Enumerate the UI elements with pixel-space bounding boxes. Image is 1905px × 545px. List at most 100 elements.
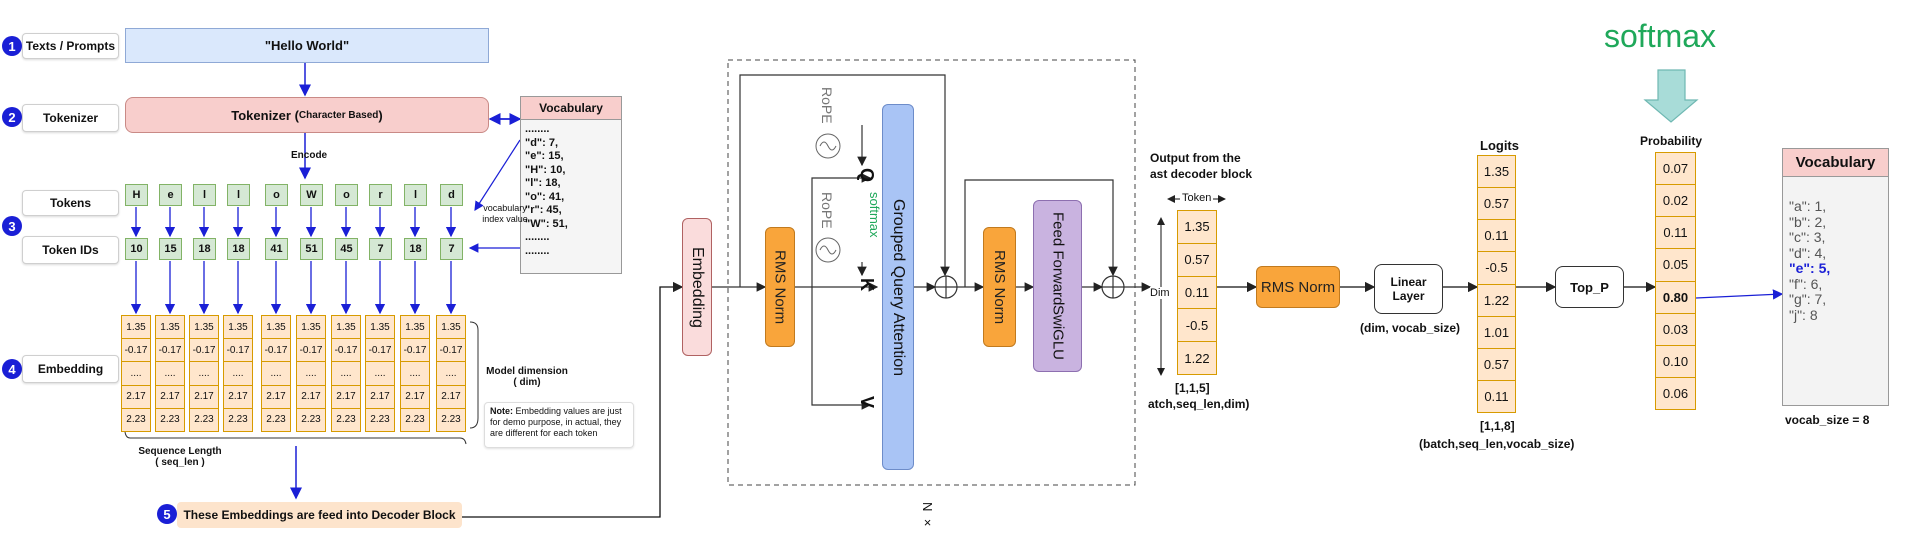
embedding-value: 2.23 (336, 414, 356, 426)
model-dimension-label: Model dimension ( dim) (482, 366, 572, 388)
output-value: 1.22 (1184, 350, 1210, 366)
logit-value: 0.11 (1478, 220, 1515, 253)
vocab-entry: "c": 3, (1789, 229, 1826, 245)
token-id-cell: 41 (265, 238, 288, 260)
logit-value: 1.35 (1478, 156, 1515, 189)
token-cell: o (335, 184, 358, 206)
token-cell: d (440, 184, 463, 206)
encode-label: Encode (291, 150, 328, 161)
embedding-value: 2.17 (262, 386, 290, 409)
linear-line-1: Linear (1390, 275, 1427, 289)
embedding-value: -0.17 (262, 339, 290, 363)
logit-value: -0.5 (1478, 252, 1515, 285)
vocabulary-list-right: "a": 1,"b": 2,"c": 3,"d": 4,"e": 5,"f": … (1783, 177, 1888, 345)
vocabulary-list-left: ........"d": 7,"e": 15,"H": 10,"l": 18,"… (521, 120, 621, 261)
output-shape-desc: atch,seq_len,dim) (1148, 397, 1250, 411)
decoder-embedding-box: Embedding (682, 218, 712, 356)
rms-norm-box-2: RMS Norm (983, 227, 1016, 347)
output-title-1: Output from the (1150, 151, 1241, 165)
embedding-value: .... (437, 362, 465, 386)
seq-len-text-2: ( seq_len ) (155, 457, 205, 468)
vocab-entry: "o": 41, (525, 190, 565, 203)
token-id-cell: 10 (125, 238, 148, 260)
embedding-value: 2.17 (122, 386, 150, 409)
embedding-value: .... (332, 362, 360, 386)
logit-value: 1.22 (1478, 285, 1515, 317)
q-label: Q (857, 168, 877, 183)
vocab-index-note: vocabulary index value (482, 203, 528, 224)
output-value: 1.35 (1178, 211, 1216, 244)
vocab-entry: "j": 8 (1789, 306, 1818, 323)
token-axis-label: Token (1180, 192, 1214, 204)
vocab-entry: "g": 7, (1789, 291, 1827, 307)
embedding-value: 2.17 (190, 386, 218, 409)
embedding-value: -0.17 (190, 339, 218, 363)
seq-len-text: Sequence Length (138, 446, 222, 457)
embedding-value: 2.23 (301, 414, 321, 426)
step-3-badge: 3 (2, 216, 22, 236)
output-value: -0.5 (1178, 309, 1216, 343)
tokenizer-name: Tokenizer ( (231, 107, 299, 123)
vocab-entry: "f": 6, (1789, 275, 1823, 292)
token-id-cell: 45 (335, 238, 358, 260)
embedding-value: .... (297, 362, 325, 386)
embedding-value: 2.17 (401, 386, 429, 409)
ffn-line-1: Feed Forward (1049, 211, 1067, 306)
softmax-small-label: softmax (867, 192, 882, 238)
tokens-label: Tokens (22, 190, 119, 216)
logit-value: 0.57 (1478, 349, 1515, 381)
embedding-value: .... (122, 362, 150, 386)
output-shape: [1,1,5] (1175, 381, 1210, 395)
note-bold: Note: (490, 406, 513, 416)
probability-value: 0.07 (1656, 153, 1695, 186)
embedding-value: -0.17 (366, 339, 394, 363)
token-id-cell: 18 (227, 238, 250, 260)
embedding-value: .... (401, 362, 429, 386)
embedding-value: .... (190, 362, 218, 386)
probability-value: 0.80 (1656, 282, 1695, 314)
token-id-cell: 15 (159, 238, 182, 260)
dim-axis-label: Dim (1150, 287, 1170, 299)
embedding-value: 2.23 (266, 414, 286, 426)
token-cell: W (300, 184, 323, 206)
step-5-badge: 5 (157, 504, 177, 524)
embedding-value: 2.23 (228, 414, 248, 426)
embedding-value: 1.35 (297, 316, 325, 340)
embedding-value: -0.17 (122, 339, 150, 363)
logit-value: 0.11 (1484, 388, 1509, 404)
linear-shape: (dim, vocab_size) (1360, 321, 1461, 335)
step-1-badge: 1 (2, 36, 22, 56)
embedding-value: .... (366, 362, 394, 386)
logits-title: Logits (1480, 138, 1519, 153)
token-id-cell: 51 (300, 238, 323, 260)
token-id-cell: 7 (440, 238, 463, 260)
token-cell: r (369, 184, 392, 206)
probability-value: 0.11 (1656, 217, 1695, 250)
embedding-value: 1.35 (437, 316, 465, 340)
tokenizer-kind: Character Based (298, 109, 379, 121)
token-cell: l (227, 184, 250, 206)
logit-value: 1.01 (1478, 317, 1515, 349)
input-text-box: "Hello World" (125, 28, 489, 63)
rms-norm-box-3: RMS Norm (1256, 266, 1340, 308)
vocab-entry: "r": 45, (525, 204, 562, 216)
embedding-label: Embedding (22, 355, 119, 383)
tokenizer-label: Tokenizer (22, 104, 119, 132)
logits-shape-desc: (batch,seq_len,vocab_size) (1419, 437, 1575, 451)
embedding-value: -0.17 (156, 339, 184, 363)
embedding-note: Note: Embedding values are just for demo… (484, 402, 634, 448)
token-ids-label: Token IDs (22, 236, 119, 264)
embedding-value: .... (262, 362, 290, 386)
embedding-value: -0.17 (224, 339, 252, 363)
probability-value: 0.03 (1656, 314, 1695, 346)
sequence-length-label: Sequence Length ( seq_len ) (130, 446, 230, 468)
vocabulary-panel-left: Vocabulary ........"d": 7,"e": 15,"H": 1… (520, 96, 622, 274)
